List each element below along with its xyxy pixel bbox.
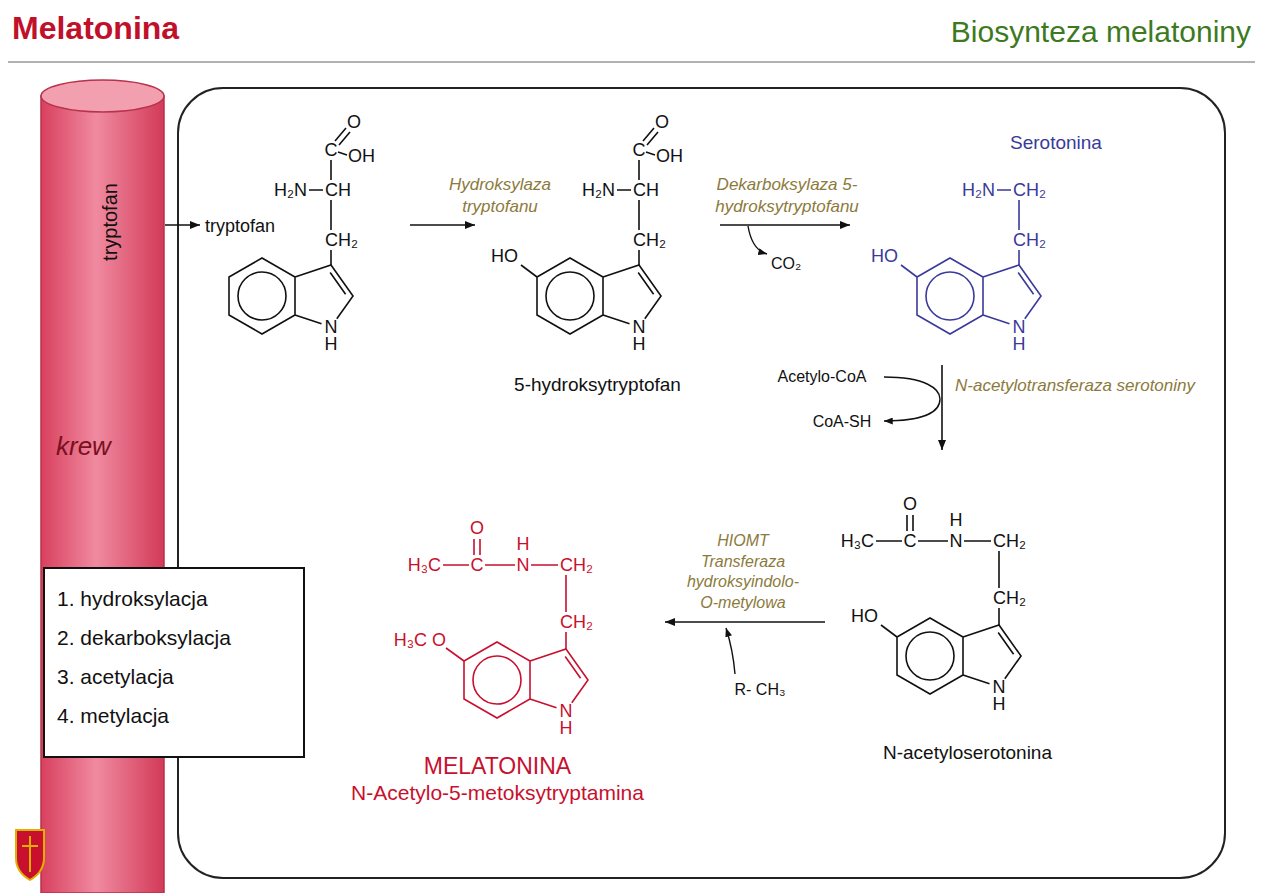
blood-vessel: tryptofan krew [40, 78, 165, 893]
atom-label: N [1013, 318, 1026, 336]
atom-label: N [633, 318, 646, 336]
atom-label: O [432, 631, 446, 649]
section-heading: Biosynteza melatoniny [951, 17, 1251, 47]
vessel-opening [41, 80, 164, 112]
reagent-label: R- CH₃ [735, 682, 786, 698]
atom-label: C [471, 556, 484, 574]
atom-label: CH₂ [325, 231, 358, 249]
atom-label: HO [491, 247, 518, 265]
atom-label: H [633, 335, 646, 353]
reagent-label: CoA-SH [813, 414, 872, 430]
reagent-label: CO₂ [771, 256, 801, 272]
serotonin-structure [901, 190, 1041, 334]
reaction-arrow [720, 224, 850, 226]
cell-outline [178, 88, 1225, 878]
atom-label: H₂N [582, 181, 615, 199]
atom-label: CH₂ [993, 589, 1026, 607]
atom-label: H [993, 695, 1006, 713]
reaction-arrow [410, 224, 475, 226]
atom-label: H₂N [962, 181, 995, 199]
atom-label: N [517, 556, 530, 574]
molecule: MELATONINAN-Acetylo-5-metoksytryptamina [330, 490, 665, 815]
atom-label: OH [656, 147, 683, 165]
node-label: tryptofan [205, 216, 275, 237]
atom-label: CH₂ [1013, 181, 1046, 199]
atom-label: HO [851, 607, 878, 625]
atom-label: O [347, 113, 361, 131]
node-label: 3. acetylacja [57, 665, 174, 689]
header-rule [8, 61, 1255, 63]
atom-label: O [470, 519, 484, 537]
enzyme-label: Dekarboksylaza 5-hydroksytryptofanu [692, 174, 882, 218]
atom-label: H₂N [274, 181, 307, 199]
university-emblem [16, 830, 44, 880]
molecule: tryptofan [200, 110, 410, 360]
atom-label: H₃C [394, 631, 427, 649]
reagent-label: Acetylo-CoA [778, 369, 867, 385]
co2-release-arrow [748, 226, 767, 254]
atom-label: CH₂ [560, 556, 593, 574]
atom-label: OH [348, 147, 375, 165]
methyl-donor-arrow [726, 628, 735, 674]
atom-label: O [903, 495, 917, 513]
atom-label: N [993, 678, 1006, 696]
atom-label: C [633, 141, 646, 159]
emblem-mark [22, 836, 38, 872]
legend-list: 1. hydroksylacja 2. dekarboksylacja 3. ace… [43, 567, 305, 758]
atom-label: H₃C [841, 532, 874, 550]
node-label: N-Acetylo-5-metoksytryptamina [351, 781, 644, 805]
node-label: 2. dekarboksylacja [57, 626, 231, 650]
atom-label: O [655, 113, 669, 131]
node-label: Serotonina [1010, 132, 1102, 154]
reaction-arrow [941, 365, 943, 450]
atom-label: H [517, 535, 530, 553]
atom-label: CH₂ [633, 231, 666, 249]
atom-label: C [904, 532, 917, 550]
node-label: N-acetyloserotonina [883, 742, 1052, 764]
atom-label: H [1013, 335, 1026, 353]
atom-label: CH [325, 181, 351, 199]
node-label: krew [56, 432, 111, 462]
node-label: MELATONINA [424, 753, 571, 779]
reaction-arrow [165, 224, 200, 226]
atom-label: N [560, 702, 573, 720]
vessel-body [41, 96, 164, 893]
atom-label: N [950, 532, 963, 550]
atom-label: HO [871, 247, 898, 265]
atom-label: CH₂ [1013, 231, 1046, 249]
node-label: 1. hydroksylacja [57, 587, 208, 611]
atom-label: CH₂ [993, 532, 1026, 550]
atom-label: H₃C [408, 556, 441, 574]
enzyme-label: HIOMT Transferaza hydroksyindolo-O-metyl… [682, 531, 804, 614]
atom-label: CH₂ [560, 613, 593, 631]
atom-label: C [325, 141, 338, 159]
vertical-label: tryptofan [99, 183, 122, 261]
atom-label: H [950, 511, 963, 529]
enzyme-label: Hydroksylaza tryptofanu [415, 174, 585, 218]
acetyl-coa-arrow [884, 377, 940, 421]
atom-label: CH [633, 181, 659, 199]
enzyme-label: N-acetylotransferaza serotoniny [955, 375, 1195, 397]
logo-layer [0, 0, 60, 893]
atom-label: H [325, 335, 338, 353]
atom-label: H [560, 719, 573, 737]
page-title: Melatonina [12, 10, 179, 47]
node-label: 4. metylacja [57, 704, 169, 728]
node-label: 5-hydroksytryptofan [514, 374, 681, 396]
atom-label: N [325, 318, 338, 336]
reaction-arrow [665, 621, 825, 623]
